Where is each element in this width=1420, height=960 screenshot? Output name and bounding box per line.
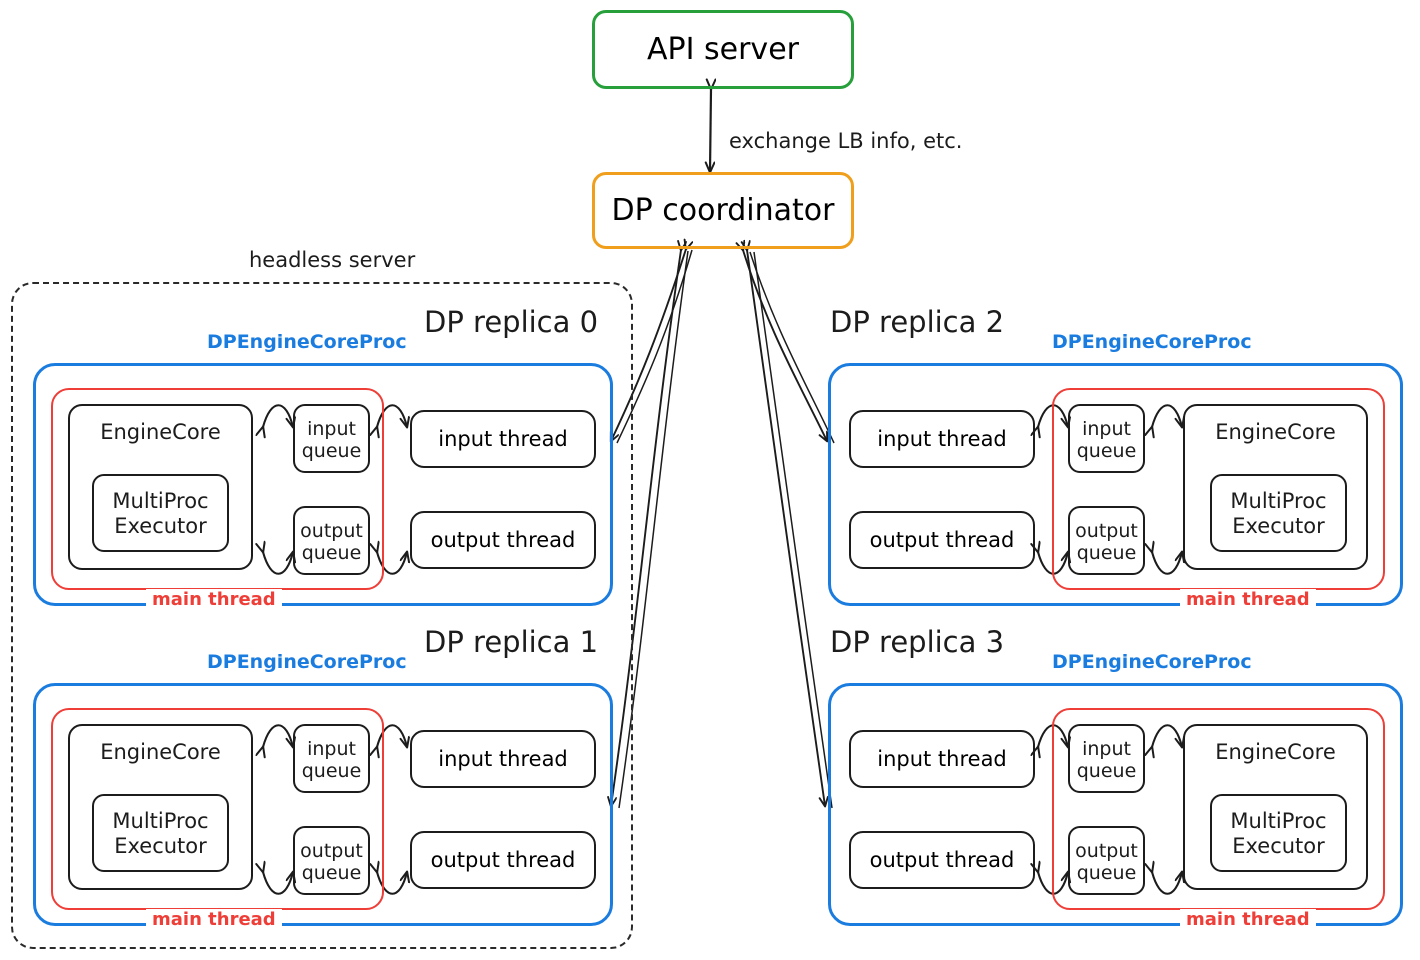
replica-1-title: DP replica 1: [424, 625, 599, 659]
replica-2-title: DP replica 2: [830, 305, 1005, 339]
replica-3-proc-box[interactable]: [828, 683, 1403, 926]
replica-3-main-thread-label-wrap: main thread: [1180, 909, 1316, 930]
replica-1-output-queue-label: output queue: [300, 840, 363, 885]
replica-1-proc-label-wrap: DPEngineCoreProc: [207, 651, 407, 673]
replica-0-main-thread-label: main thread: [152, 589, 276, 610]
replica-2-multiproc-executor-label: MultiProc Executor: [1230, 489, 1327, 538]
replica-2-output-thread-label: output thread: [869, 528, 1015, 552]
replica-1-multiproc-executor[interactable]: MultiProc Executor: [92, 794, 229, 872]
replica-0-proc-box[interactable]: [33, 363, 613, 606]
replica-1-output-thread[interactable]: output thread: [410, 831, 596, 889]
replica-2-output-queue[interactable]: output queue: [1068, 506, 1145, 575]
replica-3-input-queue-label: input queue: [1076, 738, 1137, 783]
replica-1-proc-box[interactable]: [33, 683, 613, 926]
replica-1-input-queue[interactable]: input queue: [293, 724, 370, 793]
replica-3-output-thread[interactable]: output thread: [849, 831, 1035, 889]
replica-2-engine-core[interactable]: EngineCore: [1183, 404, 1368, 570]
replica-3-proc-label-wrap: DPEngineCoreProc: [1052, 651, 1252, 673]
replica-0-engine-core[interactable]: EngineCore: [68, 404, 253, 570]
replica-3-title: DP replica 3: [830, 625, 1005, 659]
headless-server-container: [11, 282, 633, 949]
replica-2-engine-core-label: EngineCore: [1215, 420, 1336, 444]
edge-coordinator-replica-2: [743, 250, 835, 444]
replica-3-engine-core[interactable]: EngineCore: [1183, 724, 1368, 890]
replica-0-output-queue[interactable]: output queue: [293, 506, 370, 575]
replica-0-proc-label-wrap: DPEngineCoreProc: [207, 331, 407, 353]
replica-2-input-thread-label: input thread: [877, 427, 1007, 451]
replica-2-proc-box[interactable]: [828, 363, 1403, 606]
replica-1-input-thread[interactable]: input thread: [410, 730, 596, 788]
replica-3-proc-label: DPEngineCoreProc: [1052, 651, 1252, 673]
replica-2-input-queue[interactable]: input queue: [1068, 404, 1145, 473]
replica-1-proc-label: DPEngineCoreProc: [207, 651, 407, 673]
replica-3-input-queue[interactable]: input queue: [1068, 724, 1145, 793]
replica-3-engine-core-label: EngineCore: [1215, 740, 1336, 764]
api-server-label: API server: [647, 32, 799, 67]
dp-coordinator-label: DP coordinator: [611, 193, 835, 228]
replica-0-multiproc-executor[interactable]: MultiProc Executor: [92, 474, 229, 552]
api-server-node[interactable]: API server: [592, 10, 854, 89]
replica-1-main-thread-label-wrap: main thread: [146, 909, 282, 930]
replica-1-multiproc-executor-label: MultiProc Executor: [112, 809, 209, 858]
replica-0-main-thread-label-wrap: main thread: [146, 589, 282, 610]
replica-1-input-thread-label: input thread: [438, 747, 568, 771]
replica-2-input-thread[interactable]: input thread: [849, 410, 1035, 468]
replica-1-output-thread-label: output thread: [430, 848, 576, 872]
replica-0-engine-core-label: EngineCore: [100, 420, 221, 444]
replica-2-proc-label: DPEngineCoreProc: [1052, 331, 1252, 353]
replica-2-input-queue-label: input queue: [1076, 418, 1137, 463]
replica-0-input-queue[interactable]: input queue: [293, 404, 370, 473]
replica-0-output-thread-label: output thread: [430, 528, 576, 552]
replica-1-output-queue[interactable]: output queue: [293, 826, 370, 895]
replica-3-main-thread-label: main thread: [1186, 909, 1310, 930]
replica-2-output-thread[interactable]: output thread: [849, 511, 1035, 569]
replica-0-output-thread[interactable]: output thread: [410, 511, 596, 569]
replica-0-output-queue-label: output queue: [300, 520, 363, 565]
edge-api-coordinator: [710, 89, 711, 172]
replica-0-proc-label: DPEngineCoreProc: [207, 331, 407, 353]
replica-3-input-thread[interactable]: input thread: [849, 730, 1035, 788]
replica-0-title: DP replica 0: [424, 305, 599, 339]
replica-2-main-thread-label-wrap: main thread: [1180, 589, 1316, 610]
replica-1-input-queue-label: input queue: [301, 738, 362, 783]
headless-server-label: headless server: [249, 248, 416, 272]
edge-coordinator-replica-3: [747, 250, 833, 809]
replica-2-output-queue-label: output queue: [1075, 520, 1138, 565]
replica-3-output-queue[interactable]: output queue: [1068, 826, 1145, 895]
replica-2-proc-label-wrap: DPEngineCoreProc: [1052, 331, 1252, 353]
dp-coordinator-node[interactable]: DP coordinator: [592, 172, 854, 249]
replica-0-multiproc-executor-label: MultiProc Executor: [112, 489, 209, 538]
replica-1-engine-core[interactable]: EngineCore: [68, 724, 253, 890]
replica-3-output-queue-label: output queue: [1075, 840, 1138, 885]
replica-3-multiproc-executor-label: MultiProc Executor: [1230, 809, 1327, 858]
edge-label-exchange-lb-info: exchange LB info, etc.: [729, 129, 963, 153]
replica-0-input-thread-label: input thread: [438, 427, 568, 451]
replica-3-output-thread-label: output thread: [869, 848, 1015, 872]
replica-3-multiproc-executor[interactable]: MultiProc Executor: [1210, 794, 1347, 872]
replica-1-main-thread-label: main thread: [152, 909, 276, 930]
replica-0-input-queue-label: input queue: [301, 418, 362, 463]
replica-2-main-thread-label: main thread: [1186, 589, 1310, 610]
replica-3-input-thread-label: input thread: [877, 747, 1007, 771]
replica-2-multiproc-executor[interactable]: MultiProc Executor: [1210, 474, 1347, 552]
replica-1-engine-core-label: EngineCore: [100, 740, 221, 764]
replica-0-input-thread[interactable]: input thread: [410, 410, 596, 468]
